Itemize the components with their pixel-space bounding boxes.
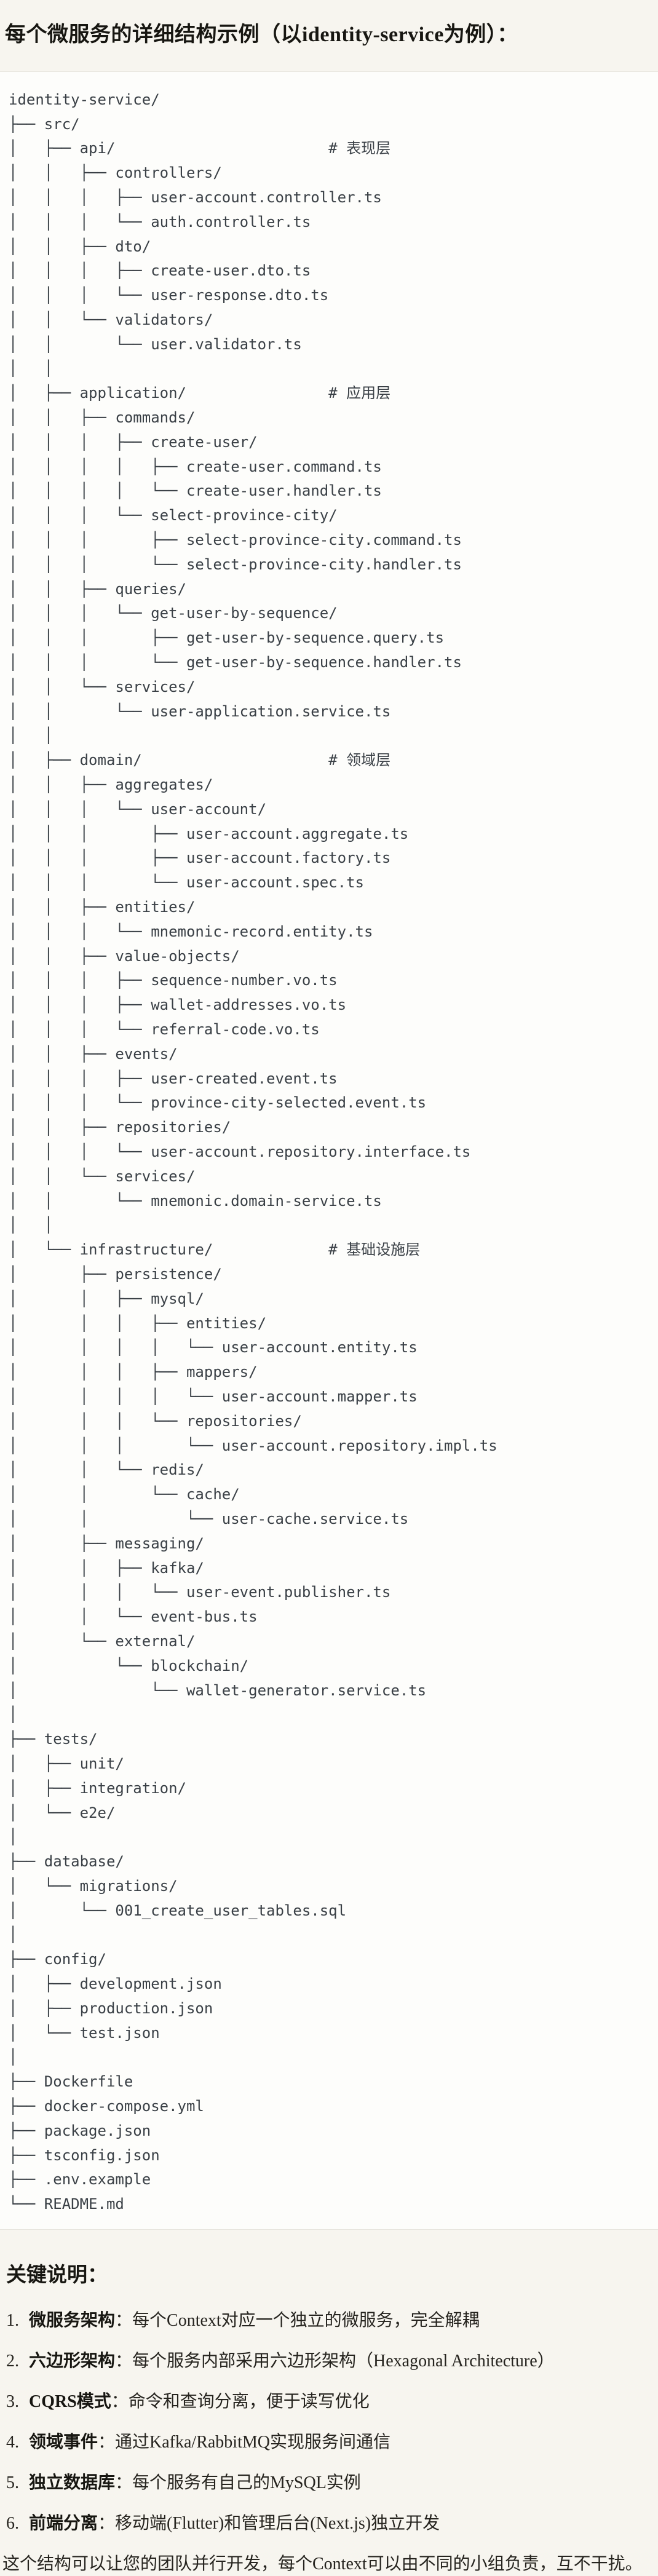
note-number: 6. [6,2514,19,2534]
note-text: ：通过Kafka/RabbitMQ实现服务间通信 [98,2433,390,2452]
note-term: 微服务架构 [29,2311,116,2331]
note-number: 4. [6,2433,19,2452]
note-number: 5. [6,2473,19,2493]
note-item: 2. 六边形架构：每个服务内部采用六边形架构（Hexagonal Archite… [6,2349,652,2373]
note-term: CQRS模式 [29,2392,111,2412]
note-text: ：命令和查询分离，便于读写优化 [111,2392,370,2412]
note-number: 3. [6,2392,19,2412]
page-title: 每个微服务的详细结构示例（以identity-service为例）： [5,23,518,46]
note-text: ：每个Context对应一个独立的微服务，完全解耦 [115,2311,480,2331]
note-term: 领域事件 [29,2433,98,2452]
note-number: 2. [6,2352,19,2371]
note-item: 4. 领域事件：通过Kafka/RabbitMQ实现服务间通信 [6,2430,652,2454]
code-block: identity-service/ ├── src/ │ ├── api/ # … [0,71,658,2230]
note-text: ：每个服务内部采用六边形架构（Hexagonal Architecture） [115,2352,555,2371]
note-item: 1. 微服务架构：每个Context对应一个独立的微服务，完全解耦 [6,2308,652,2332]
note-text: ：移动端(Flutter)和管理后台(Next.js)独立开发 [98,2514,440,2534]
note-item: 6. 前端分离：移动端(Flutter)和管理后台(Next.js)独立开发 [6,2511,652,2535]
note-term: 独立数据库 [29,2473,116,2493]
summary-paragraph: 这个结构可以让您的团队并行开发，每个Context可以由不同的小组负责，互不干扰… [2,2554,643,2574]
note-number: 1. [6,2311,19,2331]
notes-section: 关键说明： 1. 微服务架构：每个Context对应一个独立的微服务，完全解耦 … [0,2258,658,2576]
notes-heading: 关键说明： [6,2264,108,2287]
document-page: { "page": { "title": "每个微服务的详细结构示例（以iden… [0,14,658,2574]
note-term: 前端分离 [29,2514,98,2534]
directory-tree: identity-service/ ├── src/ │ ├── api/ # … [9,90,497,2213]
note-item: 5. 独立数据库：每个服务有自己的MySQL实例 [6,2471,652,2495]
note-text: ：每个服务有自己的MySQL实例 [115,2473,361,2493]
note-term: 六边形架构 [29,2352,116,2371]
note-item: 3. CQRS模式：命令和查询分离，便于读写优化 [6,2390,652,2414]
